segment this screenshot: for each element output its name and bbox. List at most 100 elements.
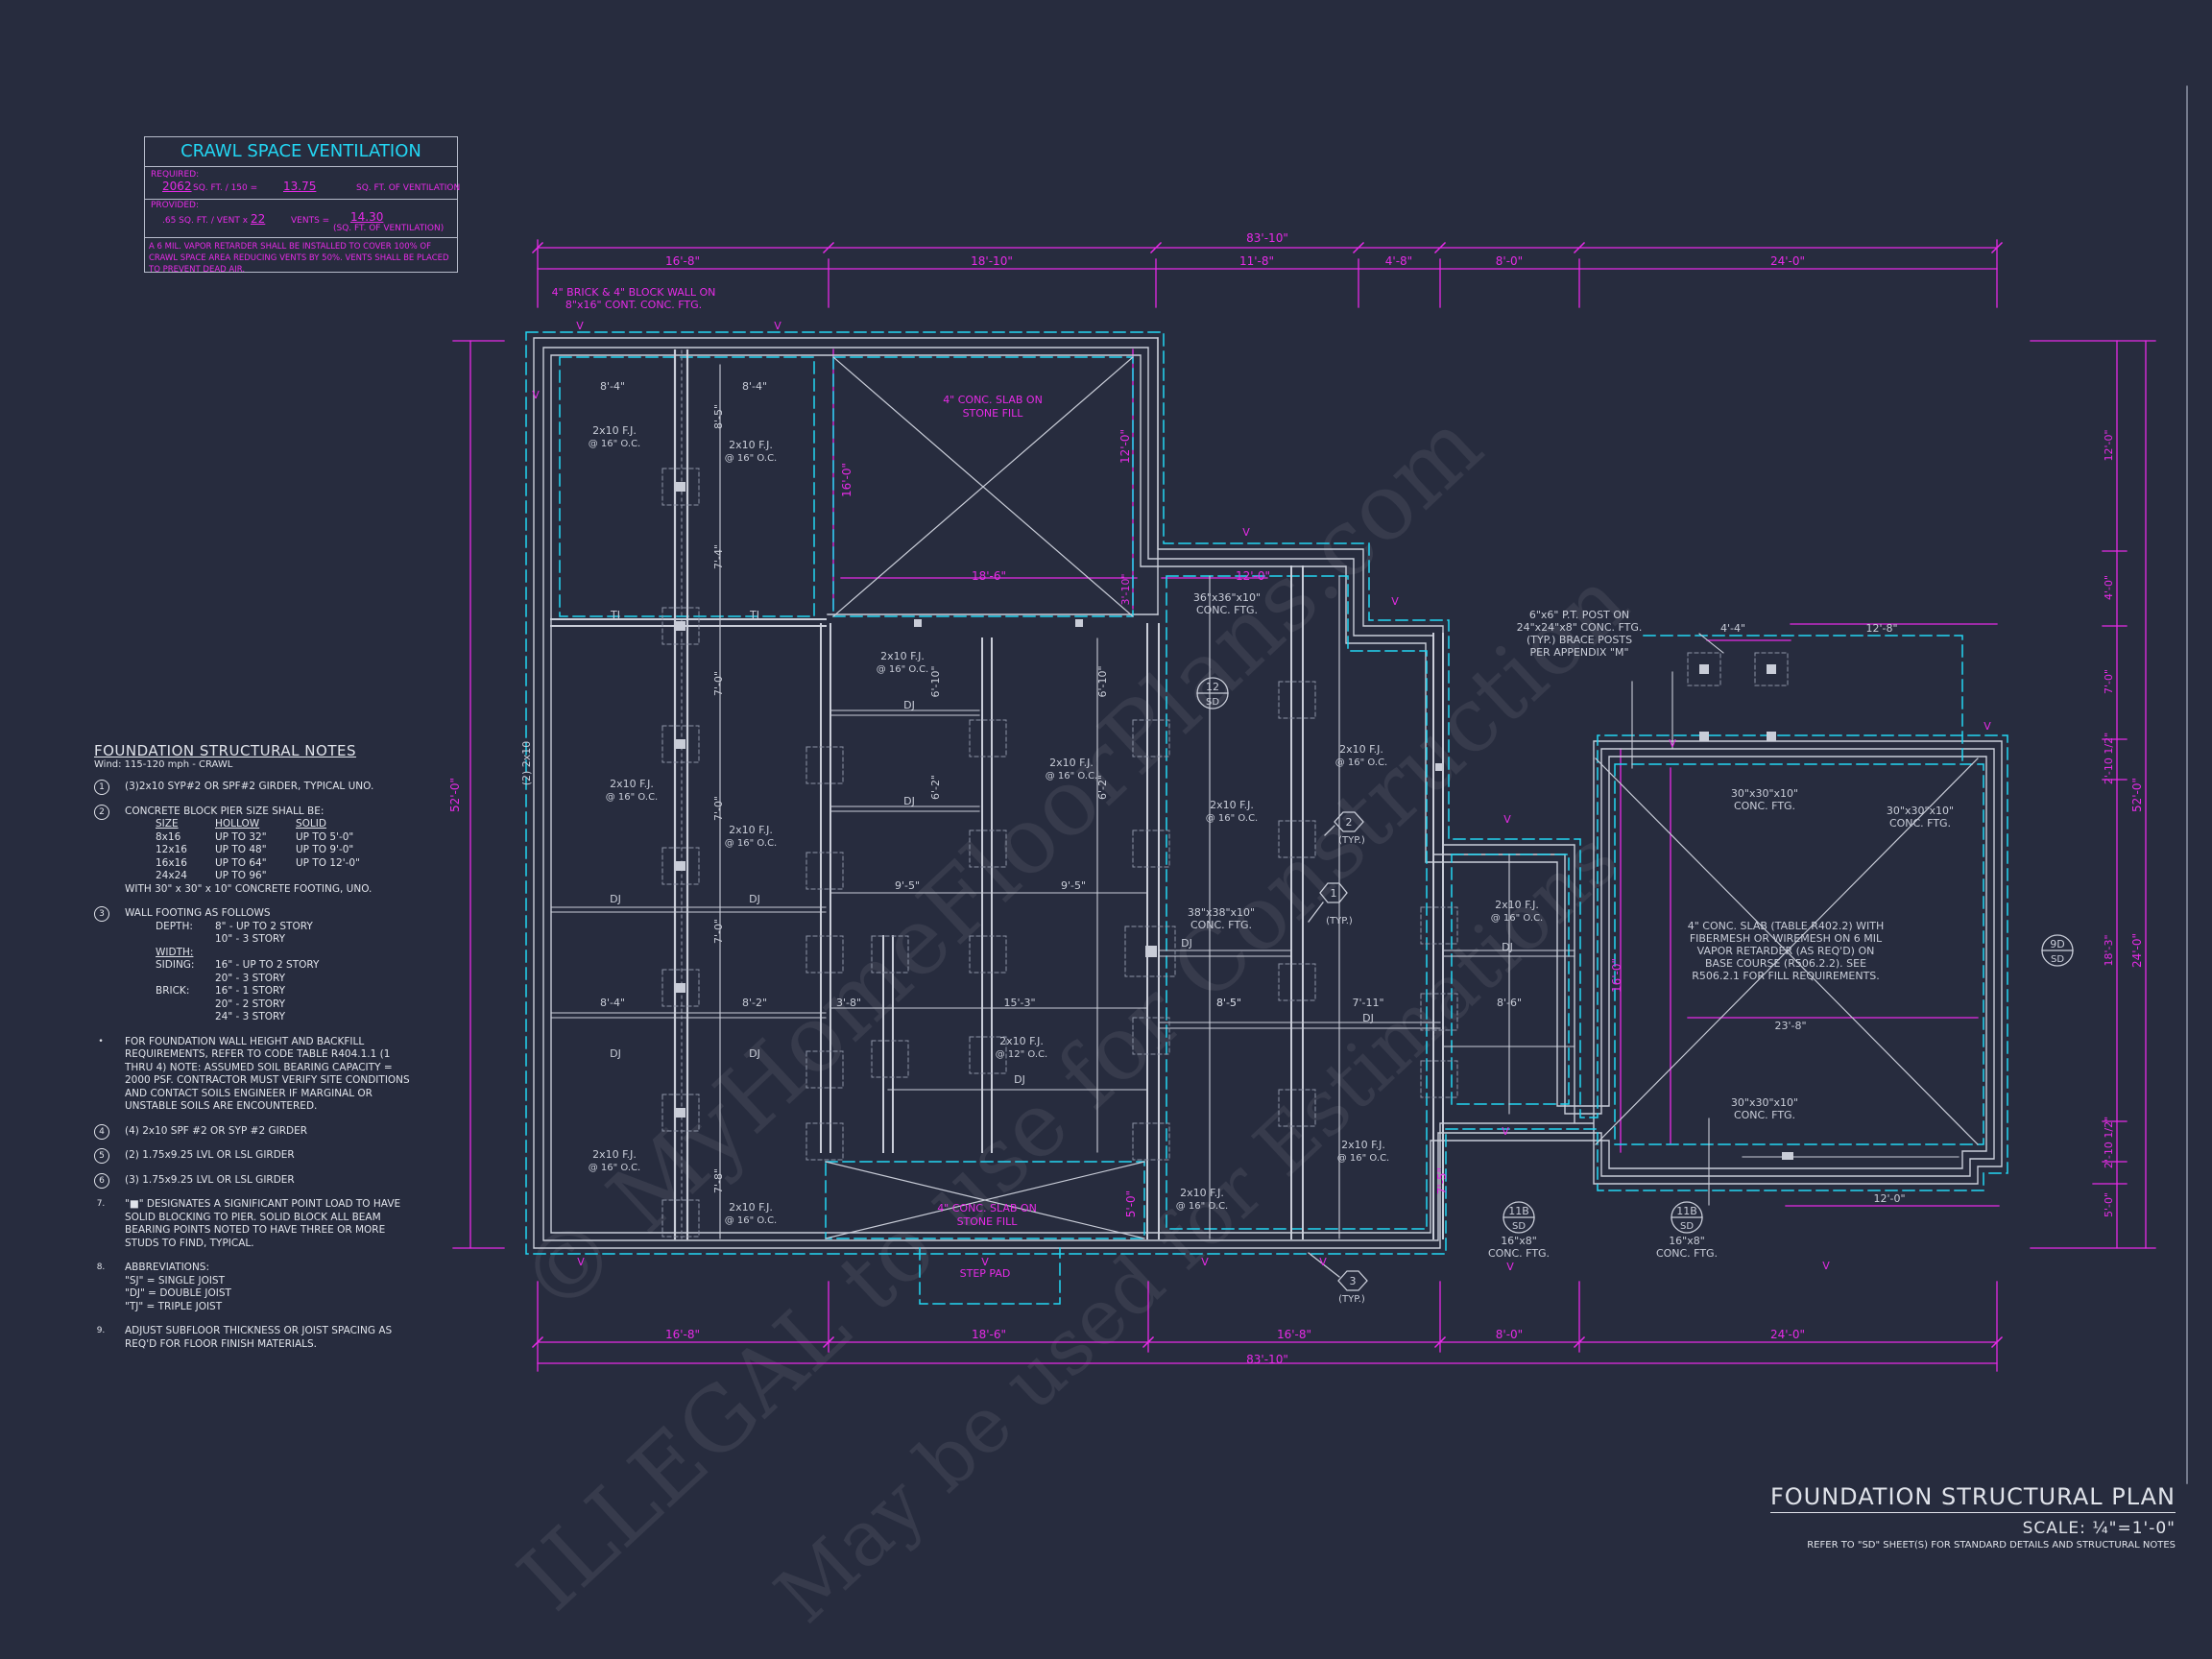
joist-label-2: 2x10 F.J. bbox=[610, 778, 654, 790]
detail-tag-top-1: 11B bbox=[1508, 1205, 1529, 1217]
callout-garage-slab-0: 4" CONC. SLAB (TABLE R402.2) WITH bbox=[1688, 920, 1885, 932]
dim-c7: 8'-5" bbox=[1216, 997, 1241, 1009]
callout-brick-wall-0: 4" BRICK & 4" BLOCK WALL ON bbox=[552, 286, 716, 299]
joist-spacing-8: @ 12" O.C. bbox=[996, 1049, 1048, 1060]
vent-marker-9: V bbox=[577, 1256, 585, 1268]
provided-vents: 22 bbox=[251, 212, 266, 226]
vent-marker-10: V bbox=[1503, 813, 1511, 826]
tj-label-0: TJ bbox=[610, 609, 620, 621]
provided-unit: (SQ. FT. OF VENTILATION) bbox=[333, 224, 445, 233]
callout-ftg-38-1: CONC. FTG. bbox=[1190, 919, 1252, 931]
dim-top-3: 4'-8" bbox=[1385, 254, 1412, 268]
joist-label-13: 2x10 F.J. bbox=[1495, 899, 1539, 911]
ventilation-note: A 6 MIL. VAPOR RETARDER SHALL BE INSTALL… bbox=[149, 242, 449, 275]
plan-title: FOUNDATION STRUCTURAL PLAN bbox=[1769, 1483, 2176, 1513]
dj-label-7: DJ bbox=[1181, 937, 1192, 950]
dim-c8: 15'-3" bbox=[1003, 997, 1035, 1009]
dim-c20: 8'-4" bbox=[600, 997, 625, 1009]
joist-label-3: 2x10 F.J. bbox=[729, 824, 773, 836]
note-8: 8. ABBREVIATIONS: "SJ" = SINGLE JOIST "D… bbox=[96, 1262, 231, 1312]
dj-label-2: DJ bbox=[610, 1047, 621, 1060]
dim-top-2: 11'-8" bbox=[1239, 254, 1274, 268]
notes-title: FOUNDATION STRUCTURAL NOTES bbox=[94, 742, 356, 759]
vent-marker-6: V bbox=[1319, 1256, 1327, 1268]
hex-label-2: (TYP.) bbox=[1338, 1294, 1365, 1305]
joist-spacing-10: @ 16" O.C. bbox=[1337, 1153, 1390, 1164]
crawl-space-ventilation-table: CRAWL SPACE VENTILATION REQUIRED: 2062 S… bbox=[144, 136, 460, 275]
dim-c4: 6'-2" bbox=[1096, 775, 1109, 800]
wall-footing-table: DEPTH:8" - UP TO 2 STORY 10" - 3 STORY W… bbox=[156, 920, 320, 1023]
callout-ftg-30b-1: CONC. FTG. bbox=[1889, 817, 1951, 830]
joist-label-10: 2x10 F.J. bbox=[1341, 1139, 1385, 1151]
required-area: 2062 bbox=[162, 180, 192, 193]
vent-marker-12: V bbox=[1984, 720, 1991, 733]
ventilation-required-row: REQUIRED: 2062 SQ. FT. / 150 = 13.75 SQ.… bbox=[151, 170, 460, 199]
callout-ftg-16a-1: CONC. FTG. bbox=[1488, 1247, 1550, 1260]
tj-label-1: TJ bbox=[749, 609, 759, 621]
dj-label-6: DJ bbox=[1014, 1073, 1025, 1086]
detail-tag-top-3: 9D bbox=[2050, 938, 2064, 950]
vent-marker-14: V bbox=[1822, 1260, 1830, 1272]
joist-spacing-2: @ 16" O.C. bbox=[606, 792, 659, 803]
detail-tag-bottom-2: SD bbox=[1680, 1221, 1694, 1232]
dim-bottom-0: 16'-8" bbox=[665, 1328, 700, 1341]
piers bbox=[661, 468, 1789, 1238]
hex-num-1: 2 bbox=[1346, 816, 1353, 829]
dim-overall-top: 83'-10" bbox=[1246, 231, 1288, 245]
joist-label-1: 2x10 F.J. bbox=[729, 439, 773, 451]
vent-marker-5: V bbox=[1506, 1261, 1514, 1273]
note-6: 6 (3) 1.75x9.25 LVL OR LSL GIRDER bbox=[94, 1172, 411, 1189]
foundation-structural-notes: FOUNDATION STRUCTURAL NOTES Wind: 115-12… bbox=[94, 742, 411, 1362]
dim-right-3: 2'-10 1/2" bbox=[2103, 733, 2115, 784]
joist-spacing-3: @ 16" O.C. bbox=[725, 838, 778, 849]
dim-right-mid: 24'-0" bbox=[2130, 933, 2144, 968]
vent-marker-7: V bbox=[1201, 1256, 1209, 1268]
callout-garage-slab-4: R506.2.1 FOR FILL REQUIREMENTS. bbox=[1692, 970, 1880, 982]
dimension-lines bbox=[452, 239, 2156, 1372]
note-9: 9. ADJUST SUBFLOOR THICKNESS OR JOIST SP… bbox=[96, 1325, 393, 1350]
dim-c14: 12'-8" bbox=[1865, 622, 1897, 635]
dim-top-4: 8'-0" bbox=[1496, 254, 1523, 268]
dim-c15: 12'-0" bbox=[1873, 1192, 1905, 1205]
joist-label-6: 2x10 F.J. bbox=[1210, 799, 1254, 811]
dim-left: 52'-0" bbox=[448, 778, 462, 812]
callout-ftg-30c-1: CONC. FTG. bbox=[1734, 1109, 1795, 1121]
dim-c6: 9'-5" bbox=[1061, 879, 1086, 892]
dim-c3: 6'-2" bbox=[929, 775, 942, 800]
detail-tag-top-2: 11B bbox=[1676, 1205, 1697, 1217]
joist-spacing-11: @ 16" O.C. bbox=[589, 1163, 641, 1173]
foundation-walls bbox=[533, 337, 2003, 1249]
callout-post-2: (TYP.) BRACE POSTS bbox=[1527, 634, 1632, 646]
dim-right-4: 18'-3" bbox=[2103, 934, 2115, 966]
callout-garage-slab-1: FIBERMESH OR WIREMESH ON 6 MIL bbox=[1690, 932, 1883, 945]
callout-post-3: PER APPENDIX "M" bbox=[1529, 646, 1628, 659]
callout-ftg-30c-0: 30"x30"x10" bbox=[1731, 1096, 1798, 1109]
callout-post-1: 24"x24"x8" CONC. FTG. bbox=[1517, 621, 1643, 634]
callout-ftg-36-0: 36"x36"x10" bbox=[1193, 591, 1261, 604]
joist-label-9: 2x10 F.J. bbox=[1180, 1187, 1224, 1199]
dimension-ticks bbox=[531, 241, 2004, 1349]
dim-c11: 8'-6" bbox=[1497, 997, 1522, 1009]
vent-marker-8: V bbox=[981, 1256, 989, 1268]
dim-room-a3: 8'-5" bbox=[712, 404, 725, 429]
dj-label-9: DJ bbox=[1502, 941, 1513, 953]
dim-room-a8: 7'-8" bbox=[712, 1168, 725, 1193]
detail-tag-bottom-3: SD bbox=[2051, 954, 2064, 965]
dim-c18: 8'-2" bbox=[742, 997, 767, 1009]
callout-ftg-30a-1: CONC. FTG. bbox=[1734, 800, 1795, 812]
point-loads bbox=[676, 482, 1793, 1160]
dim-top-1: 18'-10" bbox=[971, 254, 1013, 268]
joist-spacing-4: @ 16" O.C. bbox=[877, 664, 929, 675]
joist-label-12: 2x10 F.J. bbox=[729, 1201, 773, 1214]
dj-label-5: DJ bbox=[903, 795, 915, 807]
hex-label-0: (TYP.) bbox=[1326, 916, 1353, 926]
dim-right-1: 4'-0" bbox=[2103, 575, 2115, 600]
dim-bottom-4: 24'-0" bbox=[1770, 1328, 1805, 1341]
dim-right-outer: 52'-0" bbox=[2130, 778, 2144, 812]
dim-top-0: 16'-8" bbox=[665, 254, 700, 268]
slab-x-marks bbox=[825, 356, 1979, 1239]
vent-marker-4: V bbox=[1391, 595, 1399, 608]
dim-top-5: 24'-0" bbox=[1770, 254, 1805, 268]
plan-scale: SCALE: ¼"=1'-0" bbox=[2022, 1519, 2176, 1538]
